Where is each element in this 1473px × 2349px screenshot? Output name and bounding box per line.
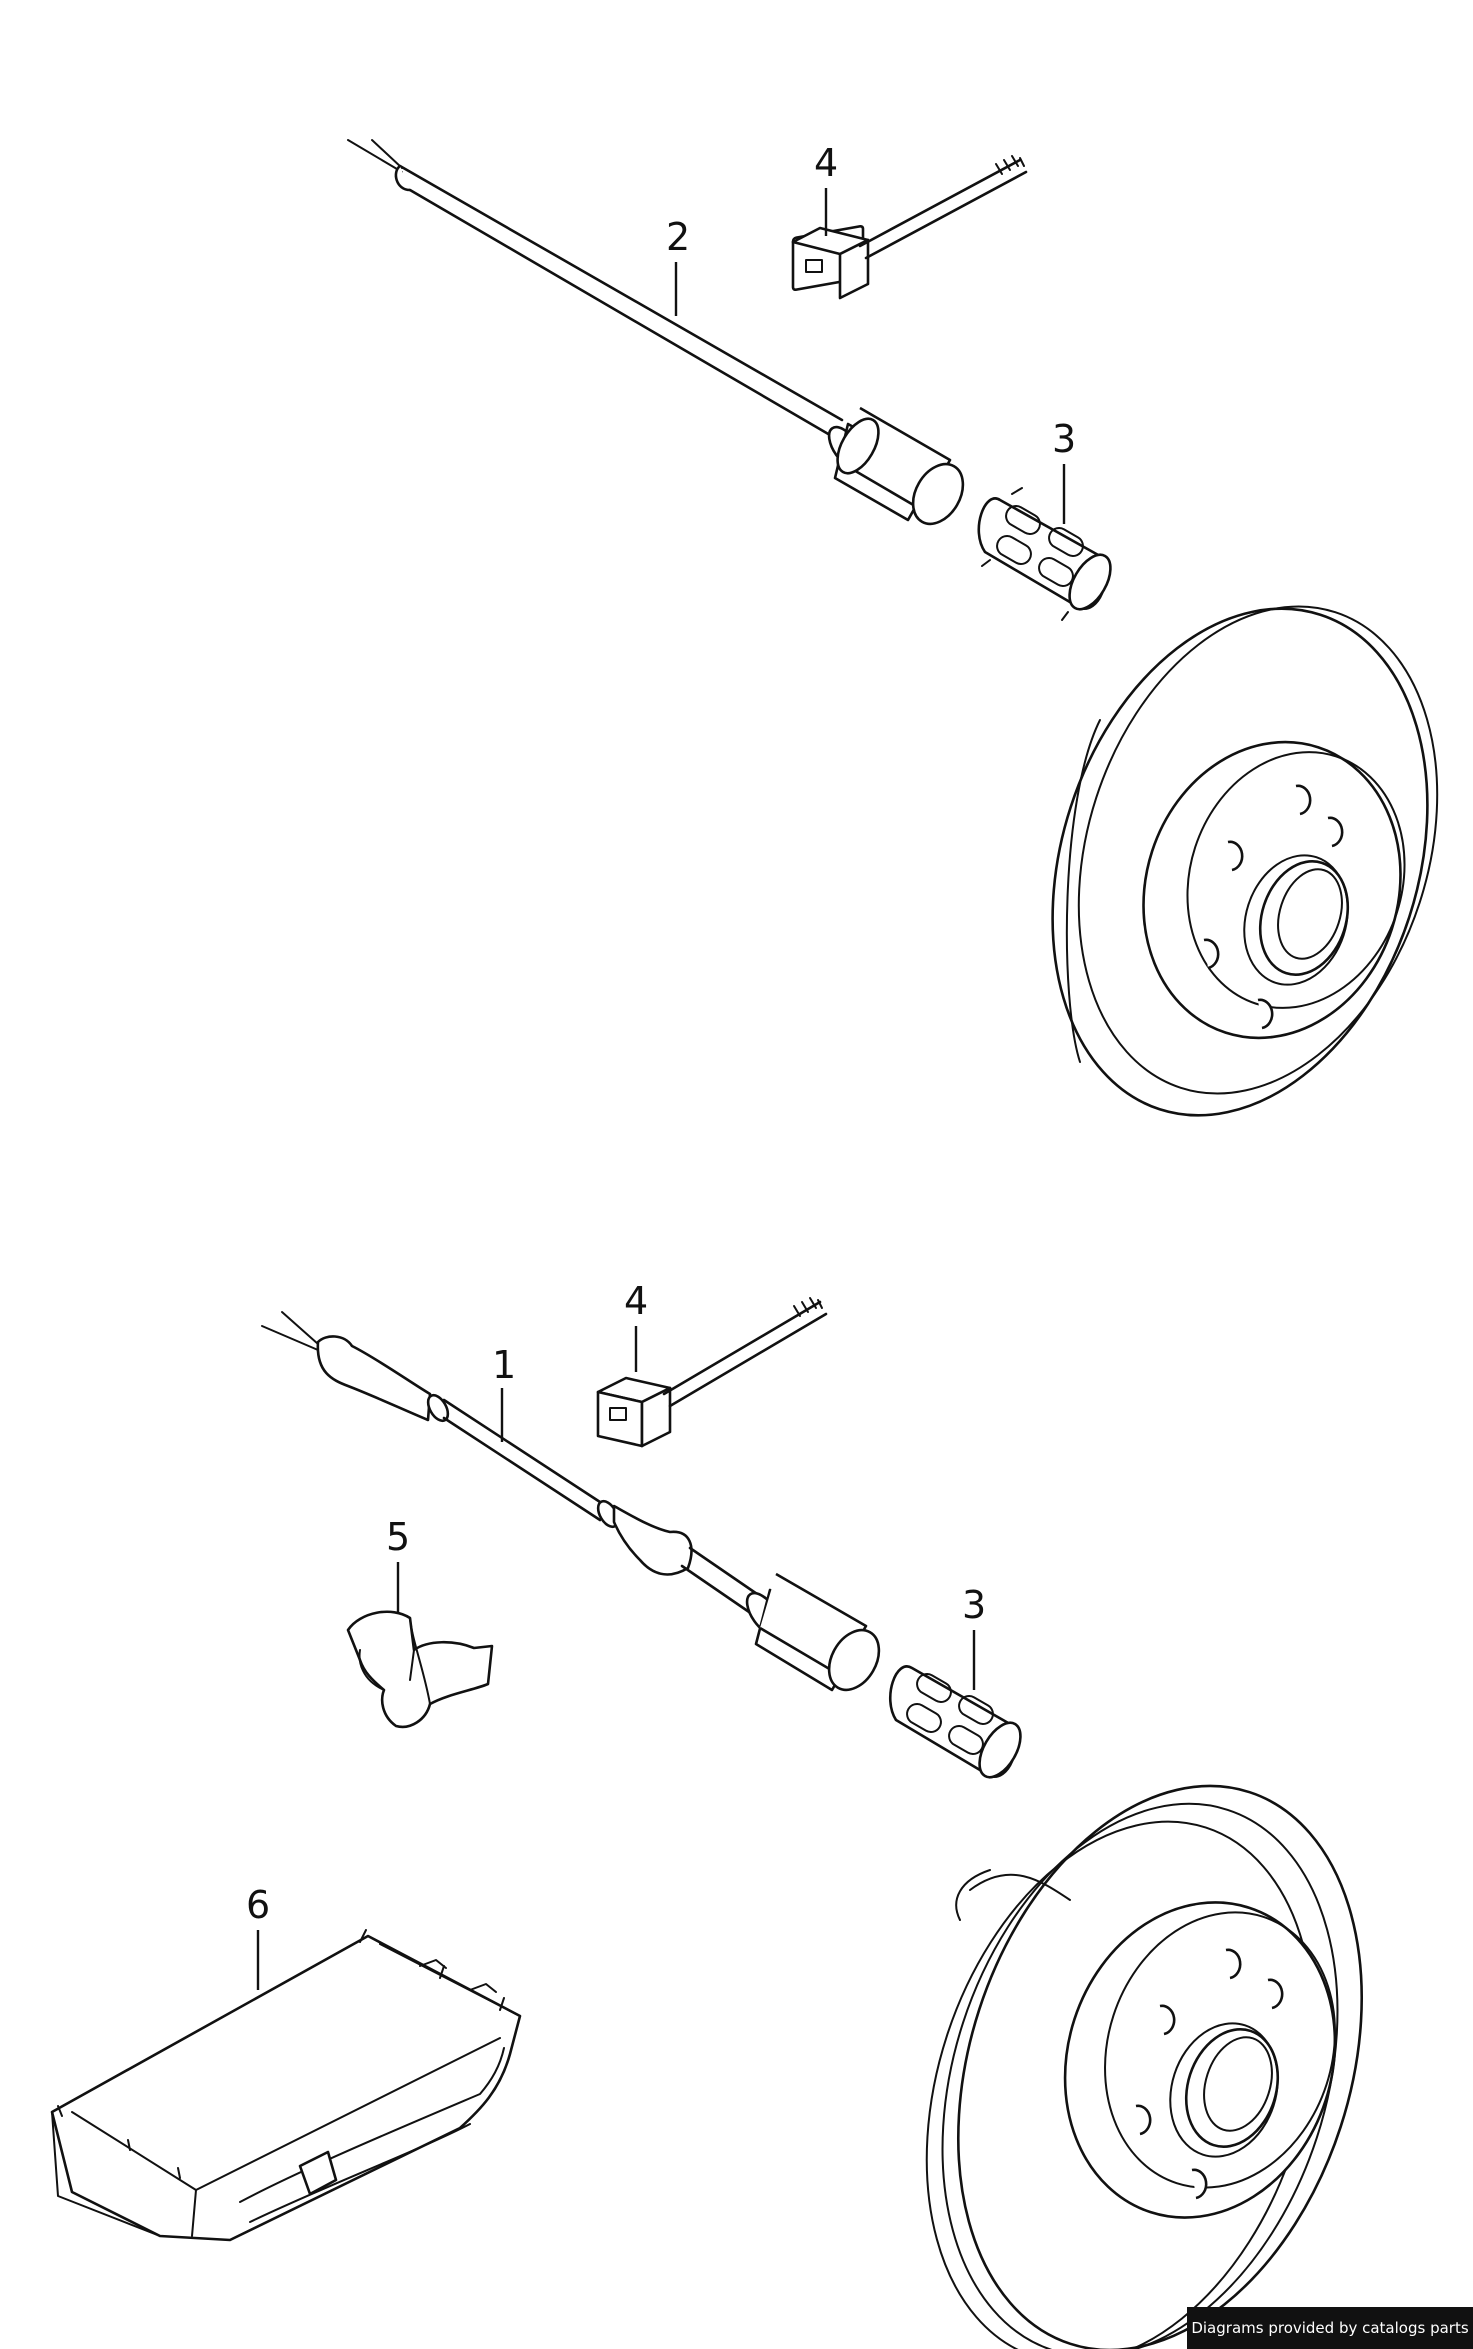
callout-bottom-bracket: 6 (246, 1883, 270, 1990)
svg-text:5: 5 (386, 1515, 410, 1559)
svg-text:1: 1 (492, 1343, 516, 1387)
svg-text:4: 4 (624, 1279, 648, 1323)
svg-text:3: 3 (1052, 417, 1076, 461)
callout-top-sensor: 2 (666, 215, 690, 316)
callout-bottom-sleeve: 3 (962, 1583, 986, 1690)
svg-text:3: 3 (962, 1583, 986, 1627)
callout-bottom-clip: 5 (386, 1515, 410, 1612)
bottom-wear-sensor-cable (261, 1311, 881, 1692)
svg-text:2: 2 (666, 215, 690, 259)
callout-top-sleeve: 3 (1052, 417, 1076, 524)
credit-badge: Diagrams provided by catalogs parts (1187, 2307, 1473, 2349)
bottom-control-module-bracket (50, 1929, 522, 2242)
bottom-cable-tie (596, 1297, 828, 1448)
bottom-cable-clip (346, 1610, 494, 1729)
svg-text:4: 4 (814, 141, 838, 185)
top-brake-disc (1051, 605, 1439, 1117)
callout-bottom-tie: 4 (624, 1279, 648, 1372)
callout-bottom-sensor: 1 (492, 1343, 516, 1442)
bottom-sensor-sleeve (888, 1665, 1022, 1779)
top-wear-sensor-cable (347, 139, 965, 526)
svg-text:6: 6 (246, 1883, 270, 1927)
callout-top-tie: 4 (814, 141, 838, 236)
bottom-brake-disc (925, 1784, 1364, 2349)
top-cable-tie (791, 155, 1028, 300)
top-sensor-sleeve (977, 487, 1112, 621)
